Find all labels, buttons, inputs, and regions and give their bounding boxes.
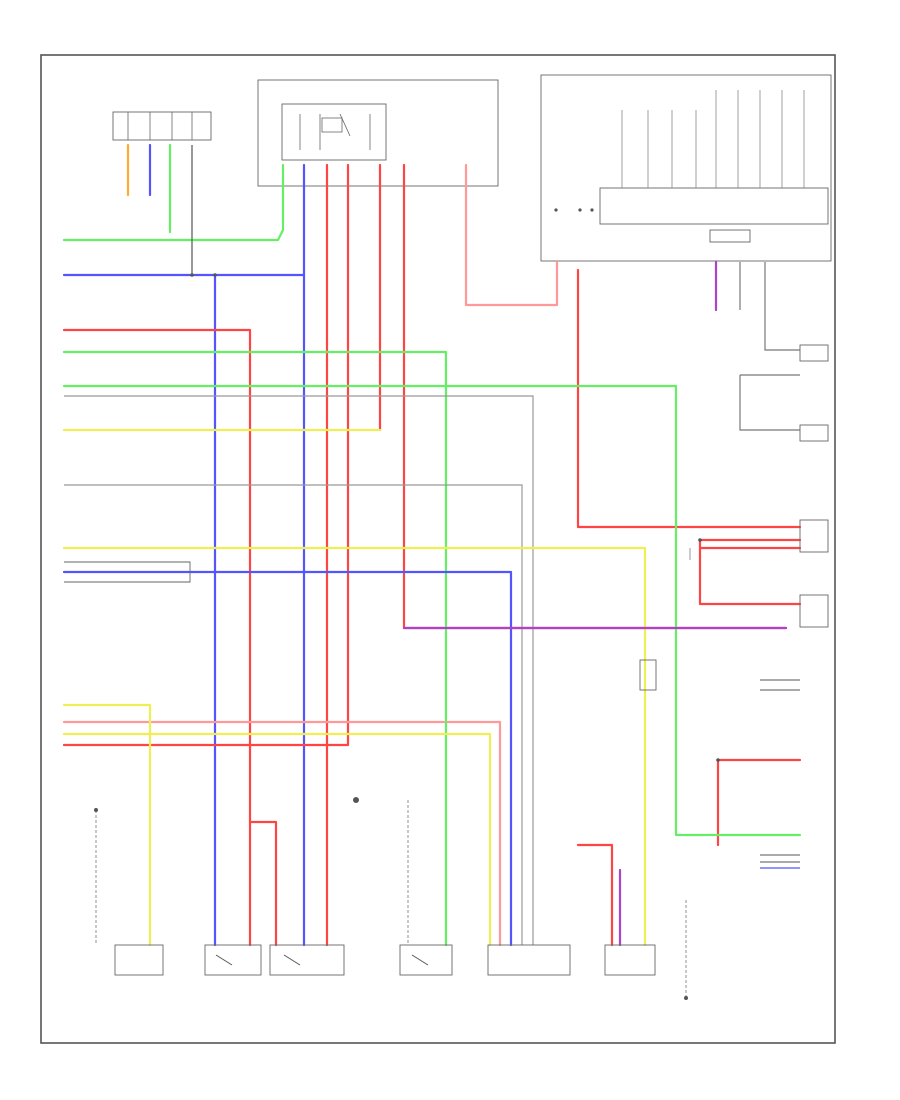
top-left-sensor-block — [112, 111, 212, 141]
ground-icon — [94, 797, 688, 1000]
relay-box — [257, 79, 499, 187]
wire-green-long — [62, 384, 802, 837]
control-module-box — [540, 74, 832, 262]
connector-icon — [554, 208, 594, 212]
relay-icon — [321, 117, 343, 133]
wire-yellow-4 — [62, 732, 492, 947]
switch-icon — [215, 954, 429, 966]
wire-red-right — [576, 268, 802, 606]
right-connectors — [639, 344, 829, 691]
wire-green-mid — [62, 350, 448, 947]
wire-yellow-3 — [62, 703, 152, 947]
wire-gray-2 — [64, 484, 523, 945]
wire-green-top — [62, 143, 285, 242]
wire-red-main — [62, 328, 252, 947]
wire-purple — [402, 260, 788, 947]
wire-red-bottom — [248, 820, 614, 947]
junction-dots — [190, 273, 720, 762]
wire-red-relay-2 — [62, 163, 350, 747]
bottom-components — [114, 944, 656, 976]
wire-right-cluster — [739, 262, 800, 863]
wire-gray-1 — [64, 395, 534, 945]
wire-pink-bottom — [62, 720, 502, 947]
left-bracket — [64, 561, 191, 583]
wire-yellow-2 — [62, 546, 647, 947]
wire-left-sensor — [95, 800, 687, 1000]
diagram-frame — [40, 54, 836, 1044]
wire-blue-long — [62, 570, 513, 947]
wire-red-right-2 — [698, 546, 802, 847]
wire-pink-relay — [464, 163, 559, 307]
wire-blue-top — [62, 143, 306, 947]
